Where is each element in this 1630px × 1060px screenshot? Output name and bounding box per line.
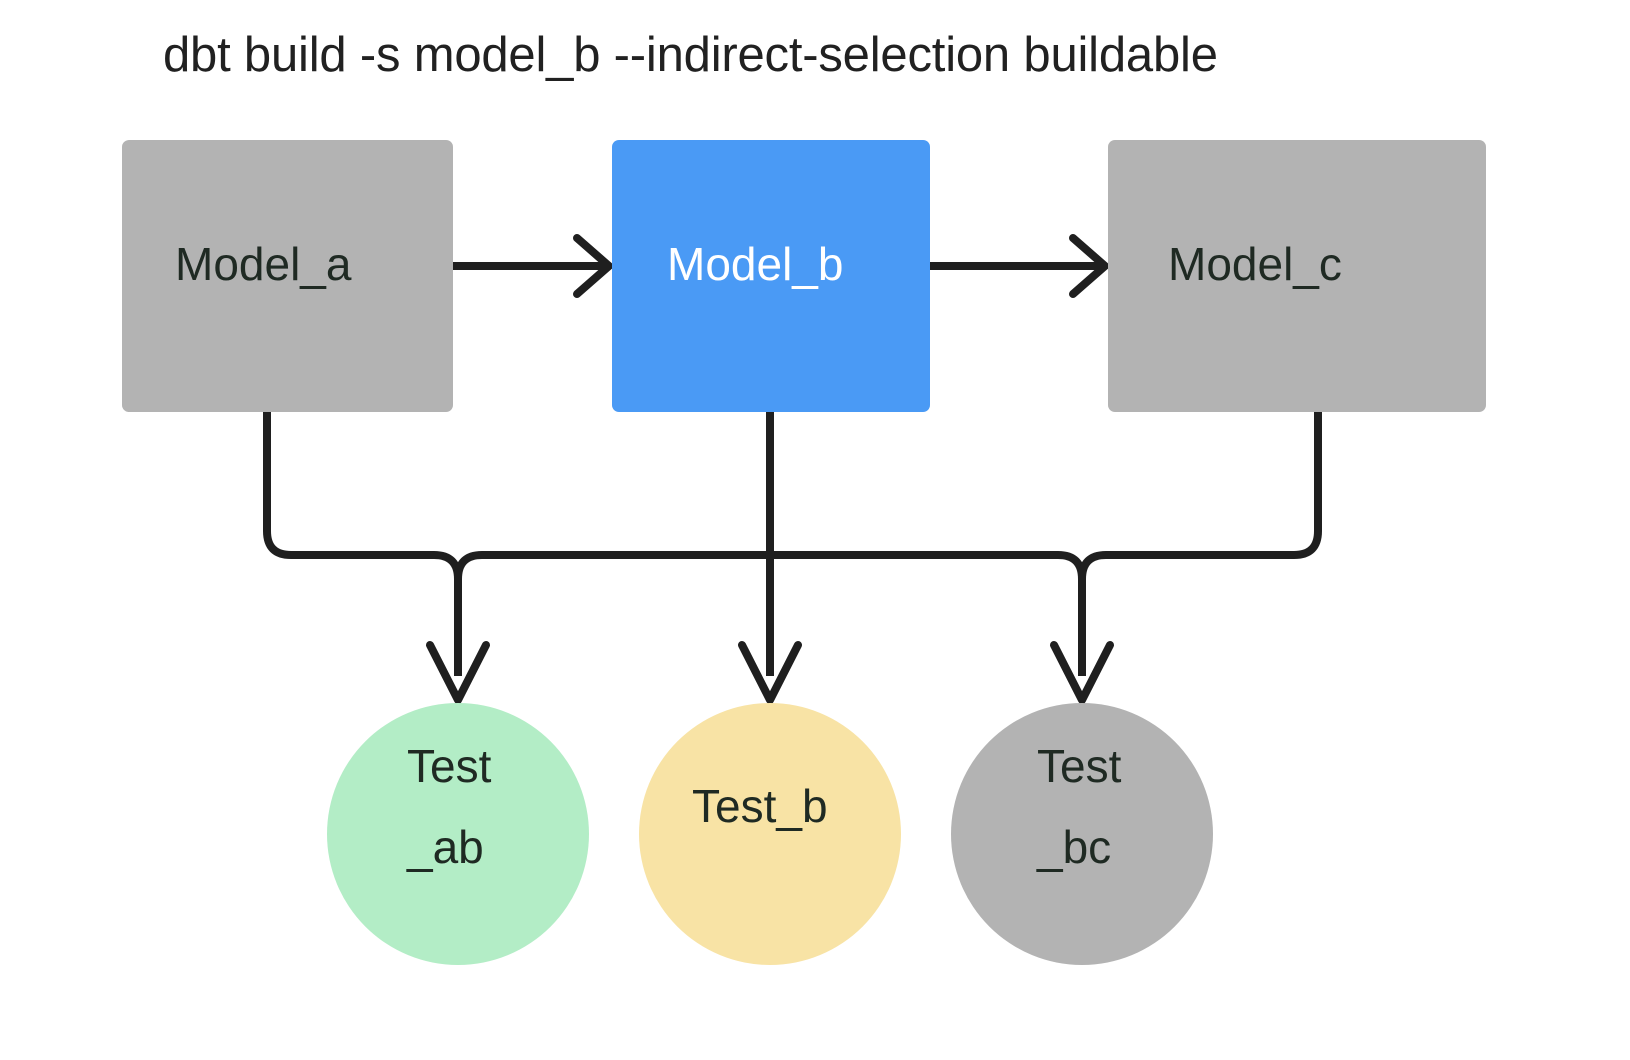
model-node-model-b[interactable]: Model_b [612, 140, 930, 412]
arrowhead-layer [426, 234, 1114, 704]
model-a-label: Model_a [175, 238, 352, 290]
test-bc-label-line2: _bc [1036, 821, 1111, 873]
arrowhead-icon-to-test-ab [426, 641, 490, 704]
edge-model-c-to-test-bc [1078, 412, 1322, 580]
model-node-model-c[interactable]: Model_c [1108, 140, 1486, 412]
edge-model-a-to-test-ab [263, 412, 462, 676]
model-b-rect[interactable] [612, 140, 930, 412]
arrowhead-icon-to-test-bc [1050, 641, 1114, 704]
model-a-rect[interactable] [122, 140, 453, 412]
test-ab-circle[interactable] [327, 703, 589, 965]
model-b-label: Model_b [667, 238, 843, 290]
arrowhead-icon-to-test-b [738, 641, 802, 704]
test-node-test-bc[interactable]: Test _bc [951, 703, 1213, 965]
test-b-label-line1: Test_b [692, 780, 828, 832]
model-node-layer: Model_a Model_b Model_c [122, 140, 1486, 412]
model-node-model-a[interactable]: Model_a [122, 140, 453, 412]
test-ab-label-line1: Test [407, 740, 492, 792]
test-node-test-b[interactable]: Test_b [639, 703, 901, 965]
test-ab-label-line2: _ab [406, 821, 484, 873]
test-bc-label-line1: Test [1037, 740, 1122, 792]
model-c-rect[interactable] [1108, 140, 1486, 412]
arrowhead-icon-to-model-c [1069, 234, 1109, 298]
test-bc-circle[interactable] [951, 703, 1213, 965]
arrowhead-icon-to-model-b [573, 234, 613, 298]
test-node-layer: Test _ab Test_b Test _bc [327, 703, 1213, 965]
edge-model-b-to-test-ab [454, 551, 770, 580]
edge-layer [263, 262, 1322, 676]
diagram-title: dbt build -s model_b --indirect-selectio… [163, 28, 1218, 82]
model-c-label: Model_c [1168, 238, 1342, 290]
test-node-test-ab[interactable]: Test _ab [327, 703, 589, 965]
edge-model-b-to-test-bc [770, 551, 1086, 676]
test-b-circle[interactable] [639, 703, 901, 965]
